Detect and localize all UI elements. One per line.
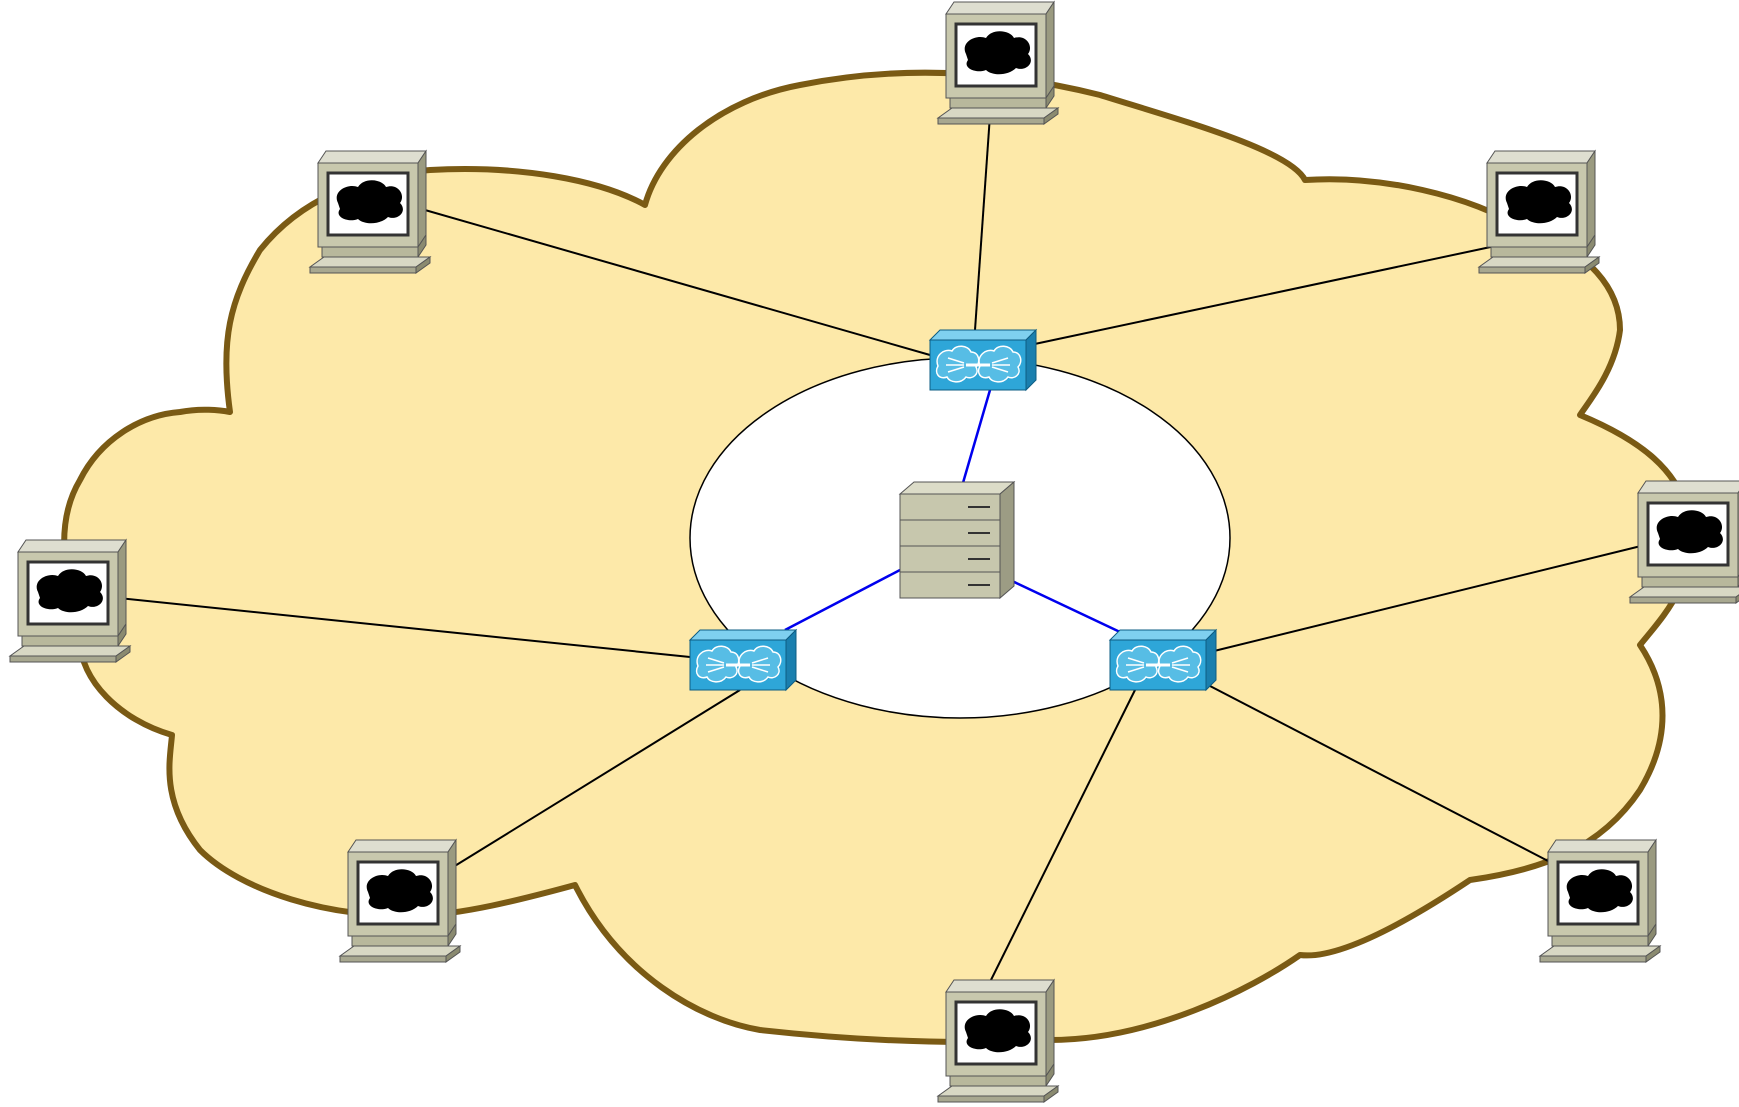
router-icon[interactable] [1108,628,1218,692]
workstation-icon[interactable] [936,978,1060,1104]
workstation-icon[interactable] [1538,838,1662,964]
link-router-right-pc-bottom [984,689,1136,993]
link-router-right-pc-lower-right [1209,685,1551,863]
link-server-router-right [1009,578,1121,634]
link-router-top-pc-top [974,114,991,331]
links-layer [117,114,1646,993]
link-router-top-pc-upper-left [417,207,931,356]
link-server-router-left [784,568,901,632]
link-router-right-pc-right [1209,544,1646,653]
link-router-left-pc-left [117,597,691,658]
router-icon[interactable] [688,628,798,692]
workstation-icon[interactable] [308,149,432,275]
link-router-left-pc-lower-left [444,689,741,873]
workstation-icon[interactable] [936,0,1060,126]
workstation-icon[interactable] [1477,149,1601,275]
workstation-icon[interactable] [8,538,132,664]
workstation-icon[interactable] [338,838,462,964]
workstation-icon[interactable] [1628,479,1739,605]
link-router-top-pc-upper-right [1029,244,1501,346]
router-icon[interactable] [928,328,1038,392]
server-icon[interactable] [899,481,1015,599]
